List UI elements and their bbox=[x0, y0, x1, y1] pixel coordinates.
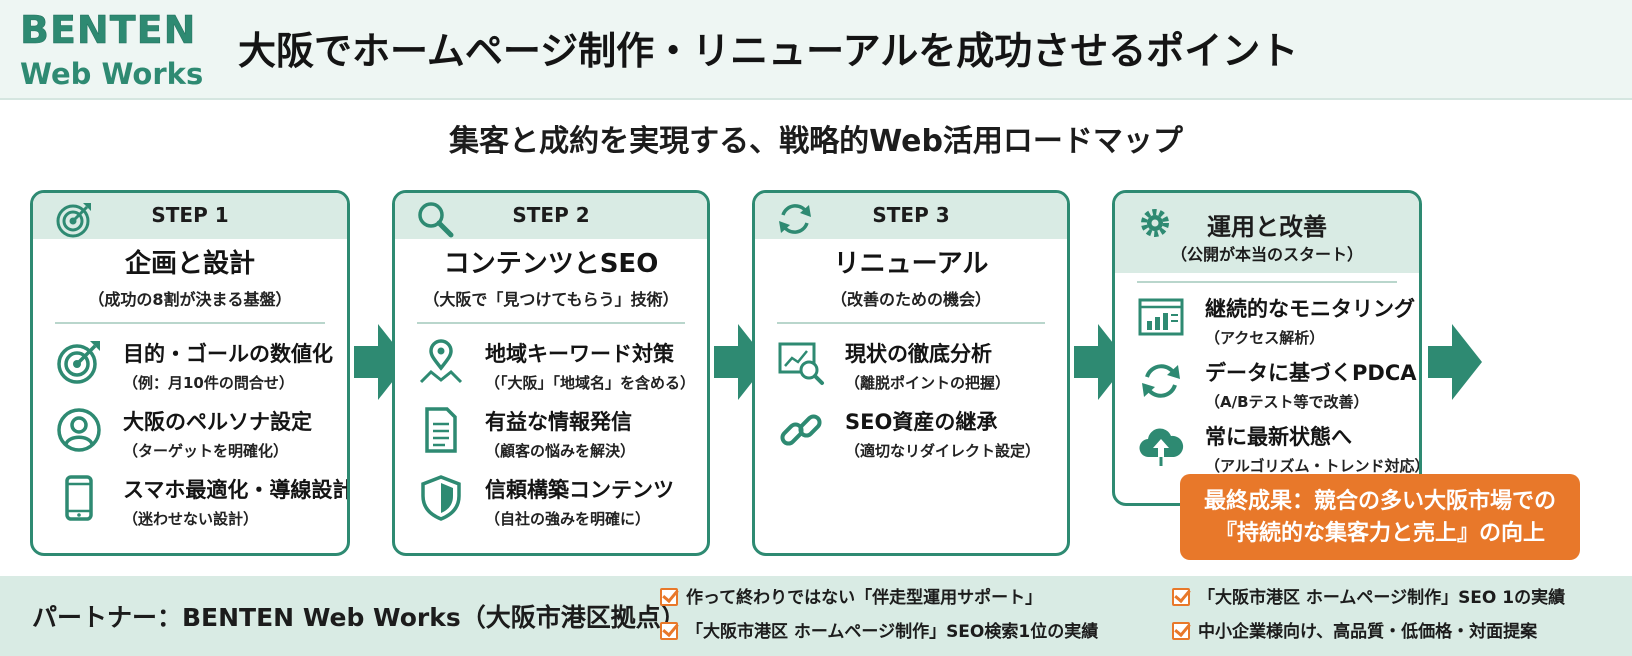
header: BENTEN Web Works 大阪でホームページ制作・リニューアルを成功させ… bbox=[0, 0, 1632, 100]
target-icon bbox=[56, 203, 91, 238]
feature-bullet: 「大阪市港区 ホームページ制作」SEO 1の実績 bbox=[1172, 586, 1565, 610]
item-subtitle: （アクセス解析） bbox=[1205, 329, 1325, 347]
checkbox-icon bbox=[1172, 622, 1190, 640]
smartphone-icon bbox=[65, 475, 93, 521]
item-title: 大阪のペルソナ設定 bbox=[123, 410, 312, 434]
arrow-right-icon bbox=[354, 324, 408, 400]
item-title: 現状の徹底分析 bbox=[845, 342, 992, 366]
feature-bullet: 中小企業様向け、高品質・低価格・対面提案 bbox=[1172, 620, 1537, 644]
list-item: スマホ最適化・導線設計 （迷わせない設計） bbox=[51, 468, 347, 536]
item-subtitle: （アルゴリズム・トレンド対応） bbox=[1205, 457, 1422, 475]
footer: パートナー：BENTEN Web Works（大阪市港区拠点） 作って終わりでは… bbox=[0, 576, 1632, 656]
logo: BENTEN Web Works bbox=[20, 10, 206, 94]
divider bbox=[55, 322, 325, 324]
list-item: 現状の徹底分析 （離脱ポイントの把握） bbox=[773, 332, 1067, 400]
feature-bullet: 「大阪市港区 ホームページ制作」SEO検索1位の実績 bbox=[660, 620, 1098, 644]
operation-header: 運用と改善 （公開が本当のスタート） bbox=[1115, 193, 1419, 273]
item-title: 信頼構築コンテンツ bbox=[485, 478, 674, 502]
list-item: 継続的なモニタリング （アクセス解析） bbox=[1133, 287, 1419, 351]
roadmap-subtitle: 集客と成約を実現する、戦略的Web活用ロードマップ bbox=[449, 124, 1183, 159]
arrow-right-icon bbox=[714, 324, 768, 400]
operation-title: 運用と改善 bbox=[1207, 213, 1327, 241]
list-item: 信頼構築コンテンツ （自社の強みを明確に） bbox=[413, 468, 707, 536]
bullet-text: 作って終わりではない「伴走型運用サポート」 bbox=[686, 588, 1043, 608]
gear-icon bbox=[1141, 209, 1169, 237]
list-item: 目的・ゴールの数値化 （例：月10件の問合せ） bbox=[51, 332, 347, 400]
item-title: スマホ最適化・導線設計 bbox=[123, 478, 350, 502]
checkbox-icon bbox=[660, 588, 678, 606]
arrow-right-icon bbox=[1428, 324, 1482, 400]
item-title: 常に最新状態へ bbox=[1205, 425, 1352, 449]
step-1-title: 企画と設計 bbox=[124, 249, 255, 279]
item-title: SEO資産の継承 bbox=[845, 410, 998, 434]
item-subtitle: （自社の強みを明確に） bbox=[485, 510, 651, 528]
step-3-card: STEP 3 リニューアル （改善のための機会） 現状の徹底分析 （離脱ポイント… bbox=[752, 190, 1070, 556]
step-2-header: STEP 2 bbox=[395, 193, 707, 239]
item-subtitle: （適切なリダイレクト設定） bbox=[845, 442, 1041, 460]
refresh-icon bbox=[779, 204, 811, 234]
step-2-subtitle: （大阪で「見つけてもらう」技術） bbox=[423, 290, 679, 309]
list-item: SEO資産の継承 （適切なリダイレクト設定） bbox=[773, 400, 1067, 468]
step-1-card: STEP 1 企画と設計 （成功の8割が決まる基盤） 目的・ゴールの数値化 （例… bbox=[30, 190, 350, 556]
partner-label: パートナー：BENTEN Web Works（大阪市港区拠点） bbox=[32, 603, 686, 632]
divider bbox=[1137, 281, 1397, 283]
step-3-header: STEP 3 bbox=[755, 193, 1067, 239]
bullet-text: 「大阪市港区 ホームページ制作」SEO検索1位の実績 bbox=[686, 622, 1099, 642]
list-item: 有益な情報発信 （顧客の悩みを解決） bbox=[413, 400, 707, 468]
result-line-1: 最終成果：競合の多い大阪市場での bbox=[1203, 489, 1556, 514]
step-1-header: STEP 1 bbox=[33, 193, 347, 239]
item-subtitle: （顧客の悩みを解決） bbox=[485, 442, 636, 460]
checkbox-icon bbox=[1172, 588, 1190, 606]
feature-bullet: 作って終わりではない「伴走型運用サポート」 bbox=[660, 586, 1042, 610]
checkbox-icon bbox=[660, 622, 678, 640]
step-1-subtitle: （成功の8割が決まる基盤） bbox=[88, 290, 292, 309]
arrow-right-icon bbox=[1074, 324, 1128, 400]
dashboard-icon bbox=[1138, 298, 1184, 336]
step-2-card: STEP 2 コンテンツとSEO （大阪で「見つけてもらう」技術） 地域キーワー… bbox=[392, 190, 710, 556]
item-subtitle: （ターゲットを明確化） bbox=[123, 442, 289, 460]
step-3-label: STEP 3 bbox=[872, 203, 950, 227]
list-item: 常に最新状態へ （アルゴリズム・トレンド対応） bbox=[1133, 415, 1419, 479]
step-3-title: リニューアル bbox=[833, 249, 989, 279]
step-2-title: コンテンツとSEO bbox=[443, 249, 659, 279]
item-title: 地域キーワード対策 bbox=[485, 342, 674, 366]
divider bbox=[417, 322, 685, 324]
analytics-icon bbox=[778, 342, 824, 385]
logo-subtext: Web Works bbox=[20, 57, 204, 91]
item-title: 有益な情報発信 bbox=[485, 410, 632, 434]
list-item: データに基づくPDCA （A/Bテスト等で改善） bbox=[1133, 351, 1419, 415]
result-line-2: 『持続的な集客力と売上』の向上 bbox=[1214, 521, 1545, 546]
list-item: 地域キーワード対策 （「大阪」「地域名」を含める） bbox=[413, 332, 707, 400]
item-subtitle: （「大阪」「地域名」を含める） bbox=[485, 374, 696, 392]
bullet-text: 「大阪市港区 ホームページ制作」SEO 1の実績 bbox=[1198, 588, 1566, 608]
list-item: 大阪のペルソナ設定 （ターゲットを明確化） bbox=[51, 400, 347, 468]
page-title: 大阪でホームページ制作・リニューアルを成功させるポイント bbox=[238, 29, 1299, 73]
document-icon bbox=[425, 407, 457, 453]
divider bbox=[777, 322, 1045, 324]
cloud-upload-icon bbox=[1139, 428, 1184, 466]
search-icon bbox=[418, 202, 454, 238]
bullet-text: 中小企業様向け、高品質・低価格・対面提案 bbox=[1198, 622, 1538, 642]
item-subtitle: （A/Bテスト等で改善） bbox=[1205, 393, 1369, 411]
logo-wordmark: BENTEN bbox=[20, 8, 197, 52]
item-subtitle: （離脱ポイントの把握） bbox=[845, 374, 1011, 392]
operation-card: 運用と改善 （公開が本当のスタート） 継続的なモニタリング （アクセス解析） bbox=[1112, 190, 1422, 506]
step-1-label: STEP 1 bbox=[151, 203, 229, 227]
item-title: 目的・ゴールの数値化 bbox=[123, 342, 333, 366]
shield-icon bbox=[421, 475, 461, 521]
step-3-subtitle: （改善のための機会） bbox=[830, 290, 991, 309]
item-title: データに基づくPDCA bbox=[1205, 361, 1417, 385]
cycle-icon bbox=[1142, 364, 1180, 398]
operation-subtitle: （公開が本当のスタート） bbox=[1170, 245, 1363, 264]
final-result-banner: 最終成果：競合の多い大阪市場での 『持続的な集客力と売上』の向上 bbox=[1180, 474, 1580, 560]
map-pin-icon bbox=[419, 339, 463, 384]
target-icon bbox=[57, 341, 100, 384]
link-icon bbox=[780, 414, 822, 446]
person-icon bbox=[57, 408, 101, 452]
item-title: 継続的なモニタリング bbox=[1205, 297, 1415, 321]
item-subtitle: （例：月10件の問合せ） bbox=[123, 374, 294, 392]
step-2-label: STEP 2 bbox=[512, 203, 590, 227]
item-subtitle: （迷わせない設計） bbox=[123, 510, 259, 528]
